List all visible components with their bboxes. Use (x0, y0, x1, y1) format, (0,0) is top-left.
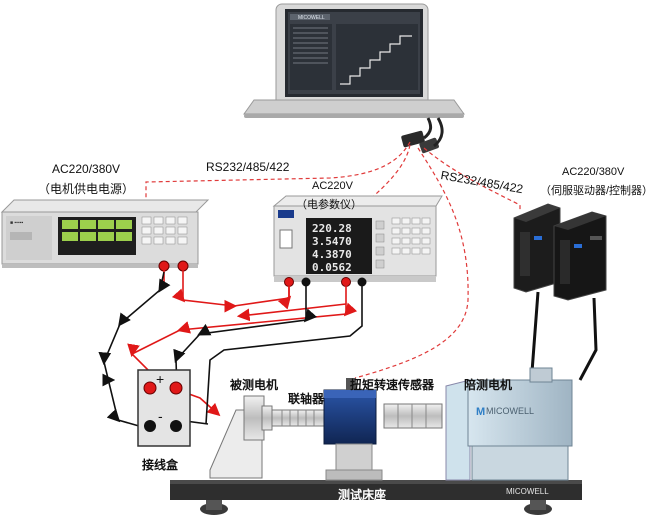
power-supply-name-label: （电机供电电源） (38, 182, 135, 196)
servo-voltage-label: AC220/380V (562, 166, 625, 178)
comm-line-power-supply (145, 141, 411, 198)
rs-left-label: RS232/485/422 (206, 160, 290, 174)
load-motor-label: 陪测电机 (464, 378, 513, 392)
power-supply-positive-terminal (158, 260, 170, 272)
power-supply-voltage-label: AC220/380V (52, 162, 121, 176)
power-supply-negative-terminal (177, 260, 189, 272)
motor-under-test (209, 395, 273, 479)
laptop-brand: MICOWELL (298, 15, 325, 21)
coupling-label: 联轴器 (288, 392, 325, 406)
meter-reading-4: 0.0562 (312, 261, 352, 274)
meter-terminal-3 (341, 277, 351, 287)
meter-reading-2: 3.5470 (312, 235, 352, 248)
motor-under-test-label: 被测电机 (230, 378, 279, 392)
servo-drivers (513, 203, 607, 301)
micowell-logo-icon: M (476, 406, 485, 418)
load-motor-brand: MICOWELL (486, 406, 534, 416)
torque-sensor-label: 扭矩转速传感器 (350, 378, 435, 392)
comm-line-servo (423, 147, 521, 212)
svg-text:■ ▪▪▪▪▪: ■ ▪▪▪▪▪ (10, 220, 23, 226)
junction-box-label: 接线盒 (142, 458, 179, 472)
test-bench-label: 测试床座 (338, 488, 387, 502)
junction-box: + - (137, 369, 191, 447)
meter-reading-3: 4.3870 (312, 248, 352, 261)
minus-sign: - (158, 408, 163, 424)
meter-terminal-2 (301, 277, 311, 287)
serial-connector (401, 117, 444, 154)
power-meter-voltage-label: AC220V (312, 180, 353, 192)
comm-line-torque-sensor (354, 147, 469, 379)
load-motor: MICOWELL M (445, 367, 573, 481)
test-bench: MICOWELL (170, 480, 582, 515)
meter-reading-1: 220.28 (312, 222, 352, 235)
power-meter: 220.28 3.5470 4.3870 0.0562 (272, 195, 443, 287)
plus-sign: + (156, 371, 164, 387)
bench-brand: MICOWELL (506, 487, 549, 496)
power-meter-name-label: （电参数仪） (296, 199, 362, 211)
torque-sensor (323, 378, 383, 481)
servo-name-label: （伺服驱动器/控制器） (540, 185, 654, 197)
laptop: MICOWELL (243, 3, 465, 118)
servo-cable (530, 291, 598, 381)
load-coupling (383, 403, 443, 429)
meter-terminal-4 (357, 277, 367, 287)
motor-power-supply: ■ ▪▪▪▪▪ (0, 199, 210, 272)
coupling (271, 409, 327, 427)
meter-terminal-1 (284, 277, 294, 287)
comm-lines (145, 141, 521, 379)
